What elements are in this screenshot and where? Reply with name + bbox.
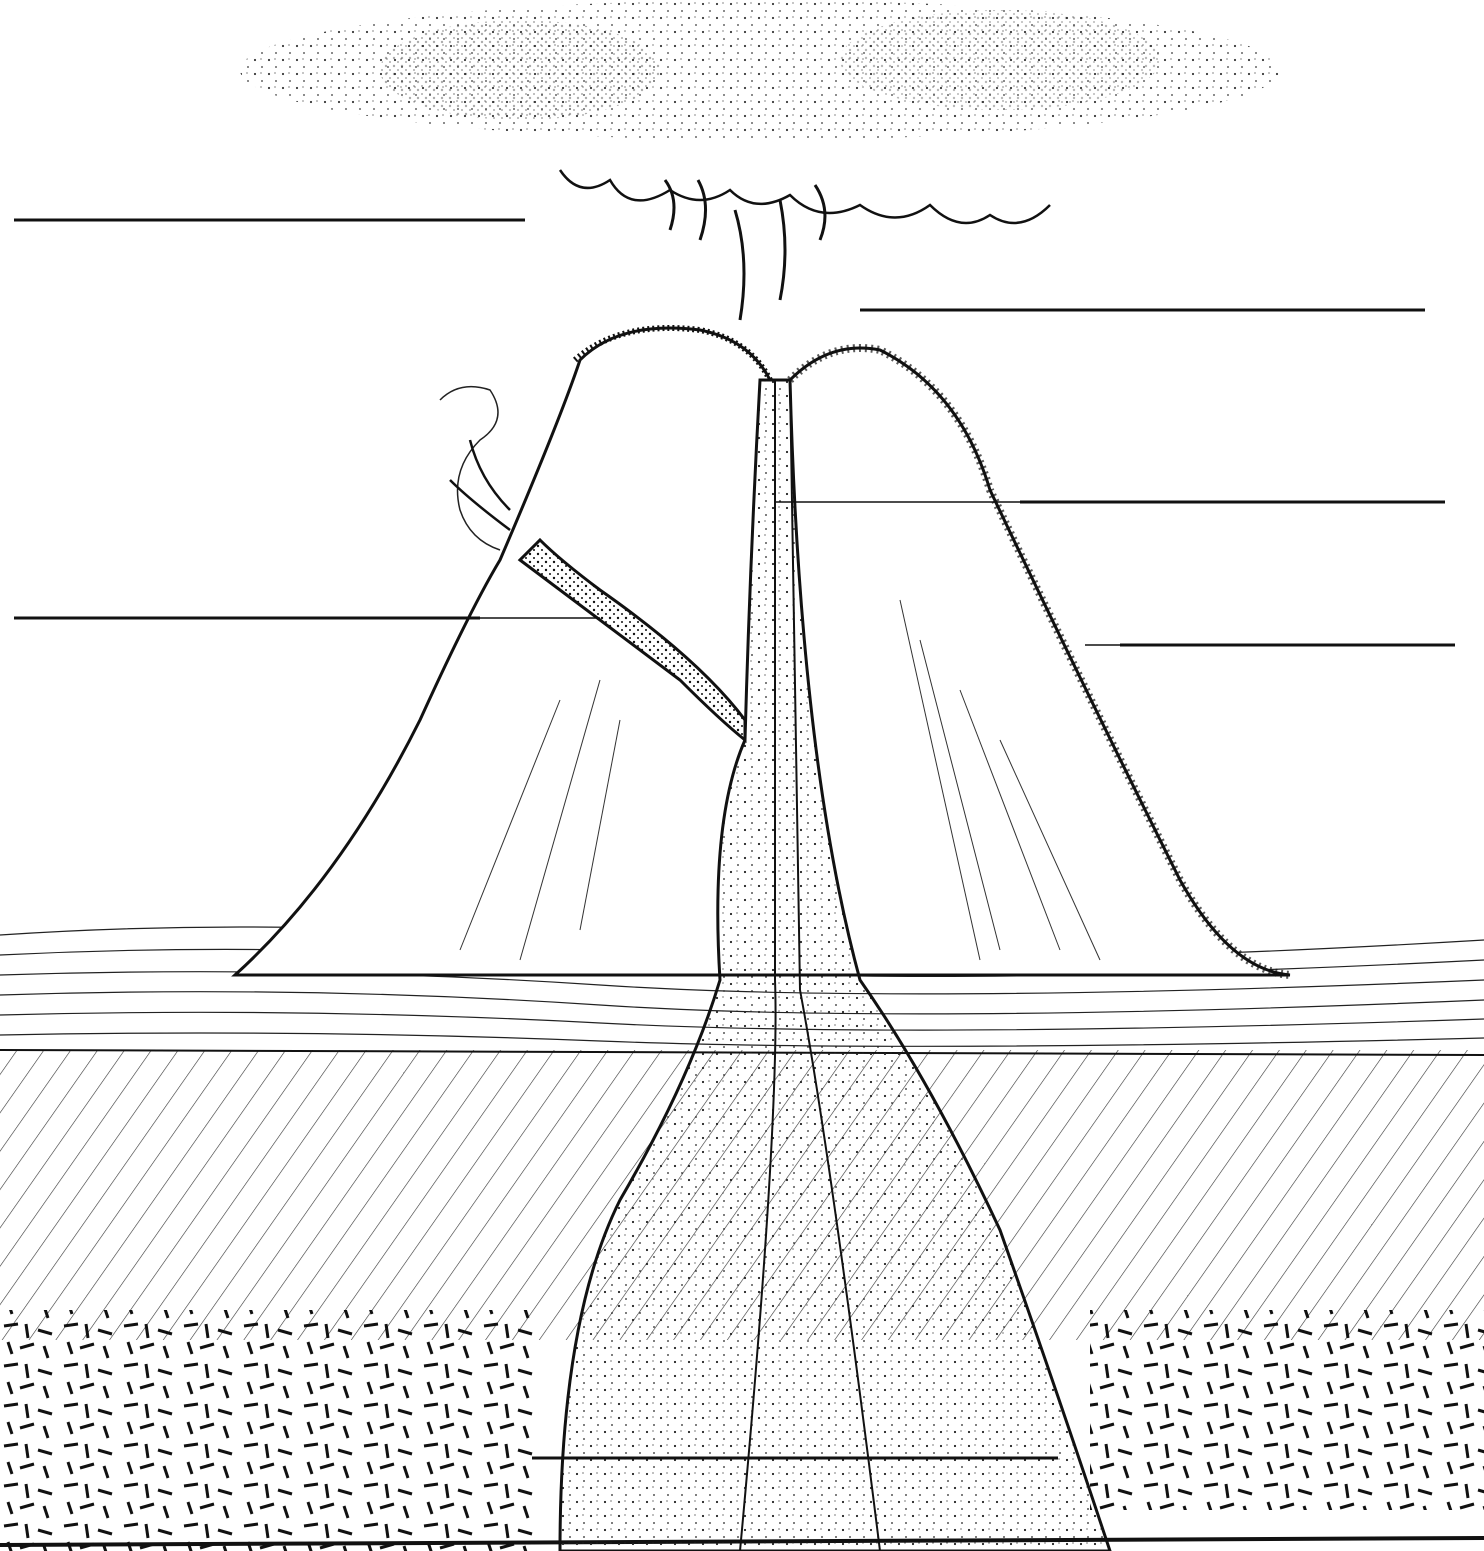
ash-cloud [240,0,1280,320]
